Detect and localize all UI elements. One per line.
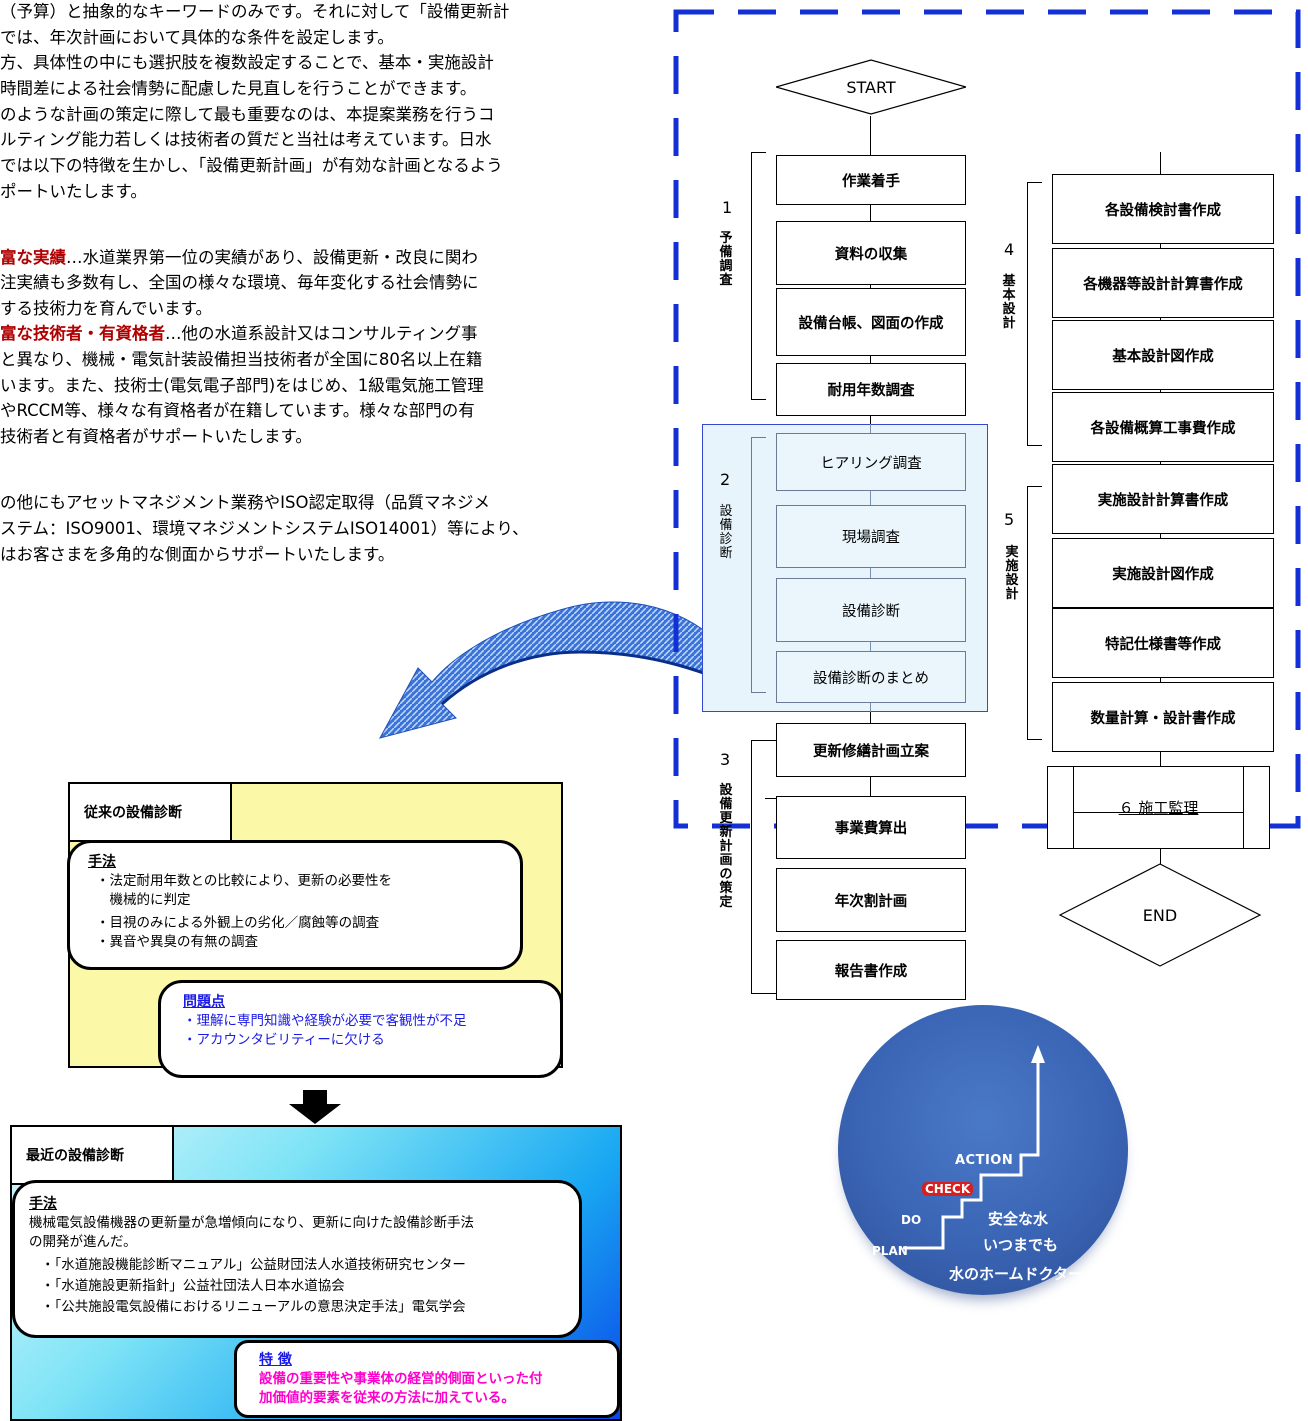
section-3-bracket xyxy=(751,740,776,994)
flow-box: 報告書作成 xyxy=(776,940,966,1000)
intro-line: （予算）と抽象的なキーワードのみです。それに対して「設備更新計 xyxy=(0,2,510,21)
old-method-item: 機械的に判定 xyxy=(96,892,191,908)
flow-box: 設備台帳、図面の作成 xyxy=(776,288,966,356)
logo-line3: 水のホームドクター xyxy=(949,1265,1083,1283)
intro-line: います。また、技術士(電気電子部門)をはじめ、1級電気施工管理 xyxy=(0,376,484,395)
old-problem-box: 問題点 ・理解に専門知識や経験が必要で客観性が不足 ・アカウンタビリティーに欠け… xyxy=(158,980,563,1078)
flow-box: 各機器等設計計算書作成 xyxy=(1052,248,1274,318)
flow-box: 設備診断のまとめ xyxy=(776,651,966,703)
section-4-bracket xyxy=(1027,182,1042,446)
new-feature-line: 設備の重要性や事業体の経営的側面といった付 xyxy=(259,1371,543,1387)
new-feature-title: 特 徴 xyxy=(259,1352,292,1368)
intro-line: と異なり、機械・電気計装設備担当技術者が全国に80名以上在籍 xyxy=(0,350,483,369)
logo: ACTION CHECK DO PLAN 安全な水 いつまでも 水のホームドクタ… xyxy=(838,1005,1128,1295)
old-method-title: 手法 xyxy=(88,854,116,870)
section-4-label: 基本設計 xyxy=(1002,274,1016,331)
old-problem-title: 問題点 xyxy=(183,994,225,1010)
flow-box: 年次割計画 xyxy=(776,868,966,932)
section-5-bracket xyxy=(1027,486,1042,740)
section-6-box: ６ 施工監理 xyxy=(1047,766,1270,849)
new-method-box: 手法 機械電気設備機器の更新量が急増傾向になり、更新に向けた設備診断手法 の開発… xyxy=(12,1180,582,1338)
flow-box: 基本設計図作成 xyxy=(1052,320,1274,390)
old-diagnosis-tab: 従来の設備診断 xyxy=(70,784,232,842)
stairs-arrow-icon xyxy=(903,1045,1045,1250)
flow-box: 資料の収集 xyxy=(776,221,966,285)
flowchart-frame xyxy=(673,9,1301,829)
new-feature-box: 特 徴 設備の重要性や事業体の経営的側面といった付 加価値的要素を従来の方法に加… xyxy=(234,1340,620,1418)
intro-line: ポートいたします。 xyxy=(0,182,147,201)
flow-box: 実施設計図作成 xyxy=(1052,538,1274,608)
feature-1: 富な実績…水道業界第一位の実績があり、設備更新・改良に関わ xyxy=(0,248,478,267)
flow-box: 数量計算・設計書作成 xyxy=(1052,682,1274,752)
intro-line: のような計画の策定に際して最も重要なのは、本提案業務を行うコ xyxy=(0,105,495,124)
logo-do: DO xyxy=(901,1213,922,1227)
section-1-number: 1 xyxy=(722,198,733,217)
new-feature-line: 加価値的要素を従来の方法に加えている。 xyxy=(259,1390,515,1406)
intro-line: 技術者と有資格者がサポートいたします。 xyxy=(0,427,312,446)
intro-line: ルティング能力若しくは技術者の質だと当社は考えています。日水 xyxy=(0,130,492,149)
feature-1-title: 富な実績 xyxy=(0,248,66,267)
intro-line: では以下の特徴を生かし、「設備更新計画」が有効な計画となるよう xyxy=(0,156,503,175)
old-method-item: ・目視のみによる外観上の劣化／腐蝕等の調査 xyxy=(96,915,380,931)
logo-line2: いつまでも xyxy=(983,1236,1059,1254)
feature-2-title: 富な技術者・有資格者 xyxy=(0,324,165,343)
new-method-item: ・「水道施設更新指針」公益社団法人日本水道協会 xyxy=(41,1278,345,1294)
intro-line: 注実績も多数有し、全国の様々な環境、毎年変化する社会情勢に xyxy=(0,273,479,292)
logo-line1: 安全な水 xyxy=(988,1210,1049,1228)
logo-action: ACTION xyxy=(955,1153,1014,1168)
flow-box: 実施設計計算書作成 xyxy=(1052,464,1274,534)
new-method-item: ・「水道施設機能診断マニュアル」公益財団法人水道技術研究センター xyxy=(41,1257,466,1273)
section-2-label: 設備診断 xyxy=(719,504,733,561)
section-3-number: 3 xyxy=(720,750,731,769)
section-5-number: 5 xyxy=(1004,510,1015,529)
intro-line: では、年次計画において具体的な条件を設定します。 xyxy=(0,28,394,47)
feature-2: 富な技術者・有資格者…他の水道系設計又はコンサルティング事 xyxy=(0,324,478,343)
intro-line: 方、具体性の中にも選択肢を複数設定することで、基本・実施設計 xyxy=(0,53,494,72)
end-diamond xyxy=(1058,863,1262,967)
logo-check: CHECK xyxy=(922,1182,974,1196)
flow-box: 耐用年数調査 xyxy=(776,363,966,416)
down-arrow-icon xyxy=(289,1090,341,1124)
flow-box: 各設備検討書作成 xyxy=(1052,174,1274,244)
flow-box: 作業着手 xyxy=(776,155,966,205)
flow-box: 設備診断 xyxy=(776,578,966,642)
flow-box: ヒアリング調査 xyxy=(776,433,966,491)
end-label: END xyxy=(1142,905,1178,925)
new-method-line: の開発が進んだ。 xyxy=(29,1234,137,1250)
old-method-item: ・法定耐用年数との比較により、更新の必要性を xyxy=(96,873,393,889)
logo-plan: PLAN xyxy=(872,1244,908,1258)
flow-box: 更新修繕計画立案 xyxy=(776,723,966,777)
section-6-label: ６ 施工監理 xyxy=(1118,799,1199,817)
flow-box: 各設備概算工事費作成 xyxy=(1052,392,1274,462)
new-method-title: 手法 xyxy=(29,1196,57,1212)
section-1-bracket xyxy=(751,152,766,400)
intro-line: ステム：ISO9001、環境マネジメントシステムISO14001）等により、 xyxy=(0,519,529,538)
start-label: START xyxy=(846,77,896,97)
intro-line: 時間差による社会情勢に配慮した見直しを行うことができます。 xyxy=(0,79,477,98)
section-4-number: 4 xyxy=(1004,240,1015,259)
section-3-label: 設備更新計画の策定 xyxy=(719,783,733,910)
intro-line: する技術力を育んでいます。 xyxy=(0,299,213,318)
intro-line: はお客さまを多角的な側面からサポートいたします。 xyxy=(0,545,395,564)
intro-line: の他にもアセットマネジメント業務やISO認定取得（品質マネジメ xyxy=(0,493,490,512)
section-2-number: 2 xyxy=(720,470,731,489)
new-method-item: ・「公共施設電気設備におけるリニューアルの意思決定手法」電気学会 xyxy=(41,1299,466,1315)
intro-line: やRCCM等、様々な有資格者が在籍しています。様々な部門の有 xyxy=(0,401,475,420)
start-diamond xyxy=(776,59,966,115)
new-method-line: 機械電気設備機器の更新量が急増傾向になり、更新に向けた設備診断手法 xyxy=(29,1215,474,1231)
old-problem-item: ・理解に専門知識や経験が必要で客観性が不足 xyxy=(183,1013,467,1029)
flow-box: 現場調査 xyxy=(776,505,966,568)
section-1-label: 予備調査 xyxy=(719,231,733,288)
flow-box: 特記仕様書等作成 xyxy=(1052,608,1274,678)
section-5-label: 実施設計 xyxy=(1005,545,1019,602)
old-method-item: ・異音や異臭の有無の調査 xyxy=(96,934,258,950)
new-diagnosis-tab: 最近の設備診断 xyxy=(12,1127,174,1185)
old-problem-item: ・アカウンタビリティーに欠ける xyxy=(183,1032,385,1048)
flow-box: 事業費算出 xyxy=(776,796,966,859)
section-2-bracket xyxy=(751,437,766,693)
old-method-box: 手法 ・法定耐用年数との比較により、更新の必要性を 機械的に判定 ・目視のみによ… xyxy=(67,840,523,970)
